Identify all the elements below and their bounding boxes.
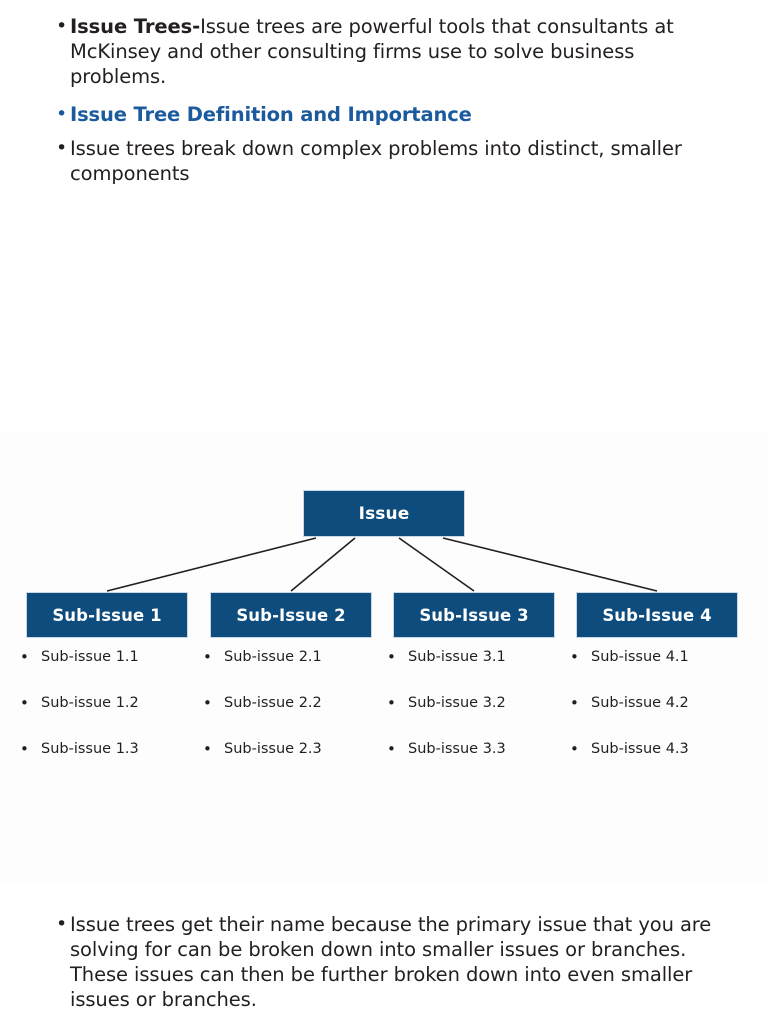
list-item-label: Sub-issue 2.2 (224, 695, 322, 711)
bullet-marker-icon: • (56, 137, 68, 159)
sub-issue-2-list: • Sub-issue 2.1 • Sub-issue 2.2 • Sub-is… (203, 647, 381, 785)
list-item: • Sub-issue 3.2 (387, 693, 565, 739)
bullet-marker-icon: • (56, 103, 68, 125)
bullet-rest-issue-trees: Issue trees are powerful tools that cons… (70, 15, 674, 88)
list-item: • Sub-issue 2.2 (203, 693, 381, 739)
list-item-label: Sub-issue 1.1 (41, 649, 139, 665)
bullet-lead-issue-trees: Issue Trees- (70, 15, 201, 38)
list-item: • Sub-issue 1.1 (20, 647, 198, 693)
list-item-label: Sub-issue 4.2 (591, 695, 689, 711)
connector-root-to-sub2 (290, 537, 356, 592)
bullet-item-definition-heading: • Issue Tree Definition and Importance (0, 102, 768, 127)
bullet-marker-icon: • (570, 694, 579, 712)
list-item: • Sub-issue 4.3 (570, 739, 748, 785)
list-item: • Sub-issue 2.1 (203, 647, 381, 693)
bullet-marker-icon: • (387, 694, 396, 712)
bullet-item-issue-trees: • Issue Trees-Issue trees are powerful t… (0, 14, 768, 89)
connector-root-to-sub1 (106, 537, 317, 592)
bullet-text-definition-heading: Issue Tree Definition and Importance (70, 103, 472, 126)
tree-node-sub-issue-3[interactable]: Sub-Issue 3 (393, 592, 555, 638)
list-item-label: Sub-issue 2.3 (224, 741, 322, 757)
tree-node-root[interactable]: Issue (303, 490, 465, 537)
bullet-marker-icon: • (203, 648, 212, 666)
bullet-item-breakdown: • Issue trees break down complex problem… (0, 136, 768, 186)
bullet-marker-icon: • (203, 694, 212, 712)
bullet-marker-icon: • (387, 740, 396, 758)
connector-root-to-sub4 (442, 537, 658, 592)
tree-node-sub-issue-2[interactable]: Sub-Issue 2 (210, 592, 372, 638)
bullet-marker-icon: • (20, 648, 29, 666)
issue-tree-diagram: Issue Sub-Issue 1 Sub-Issue 2 Sub-Issue … (0, 432, 768, 884)
bullet-text-breakdown: Issue trees break down complex problems … (70, 137, 682, 185)
list-item-label: Sub-issue 3.2 (408, 695, 506, 711)
outro-bullet-list: • Issue trees get their name because the… (0, 912, 768, 1012)
list-item-label: Sub-issue 2.1 (224, 649, 322, 665)
list-item-label: Sub-issue 4.1 (591, 649, 689, 665)
list-item-label: Sub-issue 3.1 (408, 649, 506, 665)
bullet-marker-icon: • (56, 913, 68, 935)
list-item: • Sub-issue 3.3 (387, 739, 565, 785)
list-item: • Sub-issue 1.2 (20, 693, 198, 739)
bullet-text-naming-explanation: Issue trees get their name because the p… (70, 913, 712, 1011)
bullet-marker-icon: • (570, 740, 579, 758)
sub-issue-3-list: • Sub-issue 3.1 • Sub-issue 3.2 • Sub-is… (387, 647, 565, 785)
bullet-marker-icon: • (203, 740, 212, 758)
tree-node-sub-issue-1[interactable]: Sub-Issue 1 (26, 592, 188, 638)
list-item-label: Sub-issue 1.2 (41, 695, 139, 711)
bullet-marker-icon: • (20, 740, 29, 758)
list-item-label: Sub-issue 4.3 (591, 741, 689, 757)
connector-root-to-sub3 (398, 537, 475, 592)
list-item: • Sub-issue 1.3 (20, 739, 198, 785)
bullet-marker-icon: • (56, 15, 68, 37)
bullet-marker-icon: • (20, 694, 29, 712)
bullet-marker-icon: • (387, 648, 396, 666)
bullet-item-naming-explanation: • Issue trees get their name because the… (0, 912, 768, 1012)
list-item: • Sub-issue 4.2 (570, 693, 748, 739)
sub-issue-1-list: • Sub-issue 1.1 • Sub-issue 1.2 • Sub-is… (20, 647, 198, 785)
list-item: • Sub-issue 3.1 (387, 647, 565, 693)
list-item: • Sub-issue 2.3 (203, 739, 381, 785)
list-item-label: Sub-issue 1.3 (41, 741, 139, 757)
list-item: • Sub-issue 4.1 (570, 647, 748, 693)
bullet-marker-icon: • (570, 648, 579, 666)
list-item-label: Sub-issue 3.3 (408, 741, 506, 757)
intro-bullet-list: • Issue Trees-Issue trees are powerful t… (0, 0, 768, 186)
bullet-text-issue-trees: Issue Trees-Issue trees are powerful too… (70, 14, 722, 89)
sub-issue-4-list: • Sub-issue 4.1 • Sub-issue 4.2 • Sub-is… (570, 647, 748, 785)
tree-node-sub-issue-4[interactable]: Sub-Issue 4 (576, 592, 738, 638)
